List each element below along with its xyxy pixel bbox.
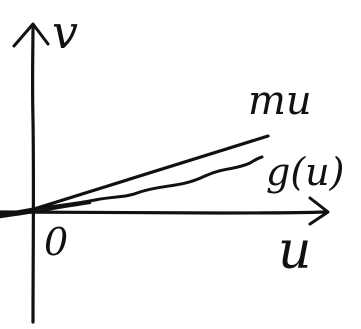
g-curve [28,155,264,212]
origin-label: 0 [44,220,68,264]
mu-curve-label: mu [248,78,312,124]
g-curve-label: g(u) [266,150,344,194]
u-axis-label: u [278,221,312,281]
mu-line [0,134,270,217]
u-axis [0,210,328,215]
v-axis-arrowhead [12,22,50,48]
u-axis-arrowhead [308,196,330,226]
v-axis [30,24,36,324]
v-axis-label: v [52,5,78,59]
g-curve-near-origin [0,201,92,219]
